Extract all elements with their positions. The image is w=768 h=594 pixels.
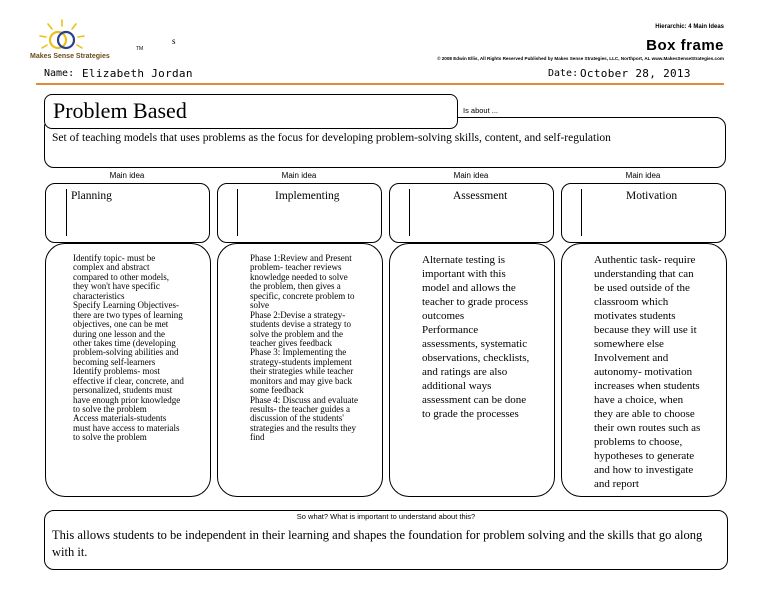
so-what-box (44, 510, 728, 570)
detail-box-implementing (217, 243, 383, 497)
detail-box-assessment (389, 243, 555, 497)
frame-title: Box frame (646, 37, 724, 54)
main-idea-label: Main idea (109, 171, 145, 180)
is-about-text[interactable]: Set of teaching models that uses problem… (52, 132, 611, 144)
main-idea-title-implementing[interactable]: Implementing (275, 190, 340, 202)
stray-mark: s (172, 36, 176, 46)
is-about-label: Is about ... (463, 106, 499, 115)
name-field[interactable]: Elizabeth Jordan (82, 67, 193, 80)
topic-title[interactable]: Problem Based (53, 98, 187, 123)
main-idea-title-assessment[interactable]: Assessment (453, 190, 508, 202)
main-idea-box-implementing (217, 183, 382, 243)
main-idea-divider (66, 189, 67, 236)
main-idea-divider (409, 189, 410, 236)
main-idea-divider (237, 189, 238, 236)
detail-box-planning (45, 243, 211, 497)
main-idea-box-assessment (389, 183, 554, 243)
detail-box-motivation (561, 243, 727, 497)
hierarchic-label: Hierarchic: 4 Main Ideas (655, 24, 724, 30)
detail-text-implementing[interactable]: Phase 1:Review and Present problem- teac… (250, 253, 358, 443)
so-what-text[interactable]: This allows students to be independent i… (52, 528, 703, 559)
main-idea-box-planning (45, 183, 210, 243)
detail-text-motivation[interactable]: Authentic task- require understanding th… (594, 254, 701, 490)
main-idea-box-motivation (561, 183, 726, 243)
main-idea-label: Main idea (281, 171, 317, 180)
date-label: Date: (548, 68, 579, 79)
main-idea-divider (581, 189, 582, 236)
brand-name: Makes Sense Strategies (30, 53, 110, 60)
venn-sun-logo-icon (39, 19, 85, 50)
copyright: © 2008 Edwin Ellis, All Rights Reserved … (437, 56, 724, 61)
main-idea-title-motivation[interactable]: Motivation (626, 190, 678, 202)
detail-text-planning[interactable]: Identify topic- must be complex and abst… (73, 253, 184, 443)
so-what-label: So what? What is important to understand… (296, 512, 476, 521)
name-label: Name: (44, 68, 75, 79)
header-divider (36, 83, 724, 85)
main-idea-label: Main idea (625, 171, 661, 180)
detail-text-assessment[interactable]: Alternate testing is important with this… (422, 254, 530, 420)
main-idea-title-planning[interactable]: Planning (71, 190, 112, 202)
trademark: TM (136, 46, 144, 52)
main-idea-label: Main idea (453, 171, 489, 180)
date-field[interactable]: October 28, 2013 (580, 67, 691, 80)
topic-box (44, 94, 458, 129)
